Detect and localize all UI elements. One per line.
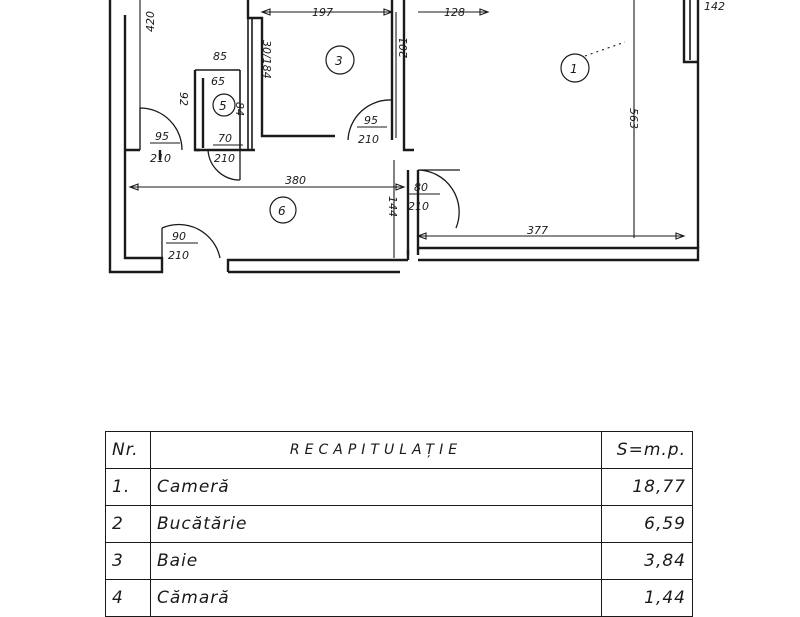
partition-wall-5-top: [195, 69, 241, 150]
floor-plan: 1 3 5 6 420 197 128 142 85 30/184 65 84 …: [108, 0, 725, 274]
partition-wall-hall: [125, 148, 255, 160]
outer-wall-left: [108, 0, 164, 274]
dim-label-142: 142: [704, 0, 725, 13]
summary-row-name: Cămară: [150, 579, 602, 617]
summary-row-area: 1,44: [601, 579, 693, 617]
door-width-95-bath: 95: [364, 114, 378, 127]
partition-wall-3-right: [390, 0, 414, 152]
door-height-95-bath: 210: [358, 133, 379, 146]
partition-wall-3-left: [246, 0, 335, 138]
summary-header-row: Nr. RECAPITULAȚIE S=m.p.: [105, 431, 693, 469]
dim-arrows: [128, 8, 686, 240]
summary-header-title: RECAPITULAȚIE: [150, 431, 602, 469]
summary-row-area: 6,59: [601, 505, 693, 543]
summary-table: Nr. RECAPITULAȚIE S=m.p. 1. Cameră 18,77…: [105, 431, 693, 617]
door-width-70: 70: [218, 132, 232, 145]
summary-row-nr: 3: [105, 542, 151, 580]
door-swing-80: [417, 169, 460, 229]
dim-label-563: 563: [627, 108, 640, 129]
dim-label-197: 197: [312, 6, 333, 19]
summary-row-nr: 4: [105, 579, 151, 617]
room-number-6: 6: [278, 204, 286, 218]
summary-row-name: Cameră: [150, 468, 602, 506]
room-number-5: 5: [219, 99, 227, 113]
door-swing-90: [161, 223, 221, 259]
room-number-3: 3: [335, 54, 343, 68]
room-circle-6: [269, 196, 297, 224]
door-swing-70: [207, 149, 241, 181]
dim-label-420: 420: [144, 11, 157, 32]
summary-row-area: 18,77: [601, 468, 693, 506]
leader-room-1: [584, 41, 626, 57]
summary-row-nr: 1.: [105, 468, 151, 506]
summary-header-area: S=m.p.: [601, 431, 693, 469]
dim-label-128: 128: [444, 6, 465, 19]
summary-row-nr: 2: [105, 505, 151, 543]
door-swing-95-bath: [347, 99, 393, 141]
summary-header-nr: Nr.: [105, 431, 151, 469]
outer-wall-right: [682, 0, 700, 248]
dim-label-92: 92: [177, 92, 190, 106]
dim-label-30-184: 30/184: [260, 40, 273, 79]
room-circle-1: [560, 53, 590, 83]
room-number-1: 1: [570, 62, 578, 76]
outer-wall-bottom: [226, 258, 408, 274]
door-height-70: 210: [214, 152, 235, 165]
room-circle-5: [212, 93, 236, 117]
partition-wall-1-left: [406, 170, 420, 255]
dim-label-380: 380: [285, 174, 306, 187]
outer-wall-bottom-right: [406, 246, 700, 262]
summary-row-name: Bucătărie: [150, 505, 602, 543]
dim-label-85: 85: [213, 50, 227, 63]
summary-row-name: Baie: [150, 542, 602, 580]
door-width-95-left: 95: [155, 130, 169, 143]
door-height-95-left: 210: [150, 152, 171, 165]
summary-row-area: 3,84: [601, 542, 693, 580]
summary-row: 4 Cămară 1,44: [105, 579, 693, 617]
door-swing-95-left: [139, 107, 183, 151]
door-height-90: 210: [168, 249, 189, 262]
summary-row: 3 Baie 3,84: [105, 542, 693, 580]
summary-row: 1. Cameră 18,77: [105, 468, 693, 506]
door-height-80: 210: [408, 200, 429, 213]
dim-label-377: 377: [527, 224, 548, 237]
door-width-80: 80: [414, 181, 428, 194]
dim-label-84: 84: [233, 102, 246, 116]
partition-wall-3-inner: [247, 18, 253, 150]
dim-label-65: 65: [211, 75, 225, 88]
summary-row: 2 Bucătărie 6,59: [105, 505, 693, 543]
dim-label-144: 144: [386, 196, 399, 217]
door-width-90: 90: [172, 230, 186, 243]
dim-label-201: 201: [397, 37, 410, 58]
room-circle-3: [325, 45, 355, 75]
